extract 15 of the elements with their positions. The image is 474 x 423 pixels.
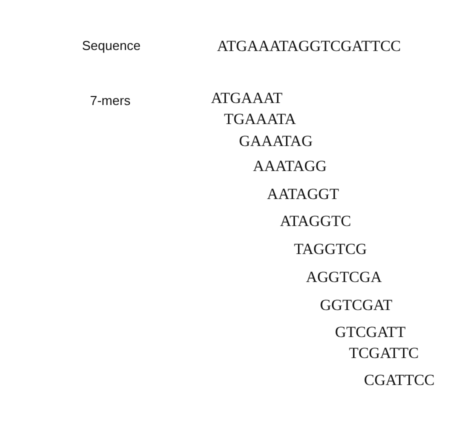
- kmer-text: AATAGGT: [267, 187, 339, 202]
- kmer-text: ATAGGTC: [280, 214, 352, 230]
- row-label: Sequence: [82, 39, 141, 52]
- kmer-text: TCGATTC: [349, 346, 419, 362]
- kmer-text: CGATTCC: [364, 373, 435, 388]
- kmer-text: GGTCGAT: [320, 298, 392, 314]
- kmer-text: GAAATAG: [239, 134, 313, 150]
- kmer-text: ATGAAAT: [211, 91, 282, 106]
- kmer-text: TGAAATA: [224, 112, 296, 128]
- kmer-text: AAATAGG: [253, 159, 327, 174]
- kmer-text: AGGTCGA: [306, 270, 382, 286]
- row-label: 7-mers: [90, 94, 130, 107]
- kmer-text: GTCGATT: [335, 325, 406, 340]
- sequence-text: ATGAAATAGGTCGATTCC: [217, 39, 401, 54]
- kmer-text: TAGGTCG: [294, 242, 367, 258]
